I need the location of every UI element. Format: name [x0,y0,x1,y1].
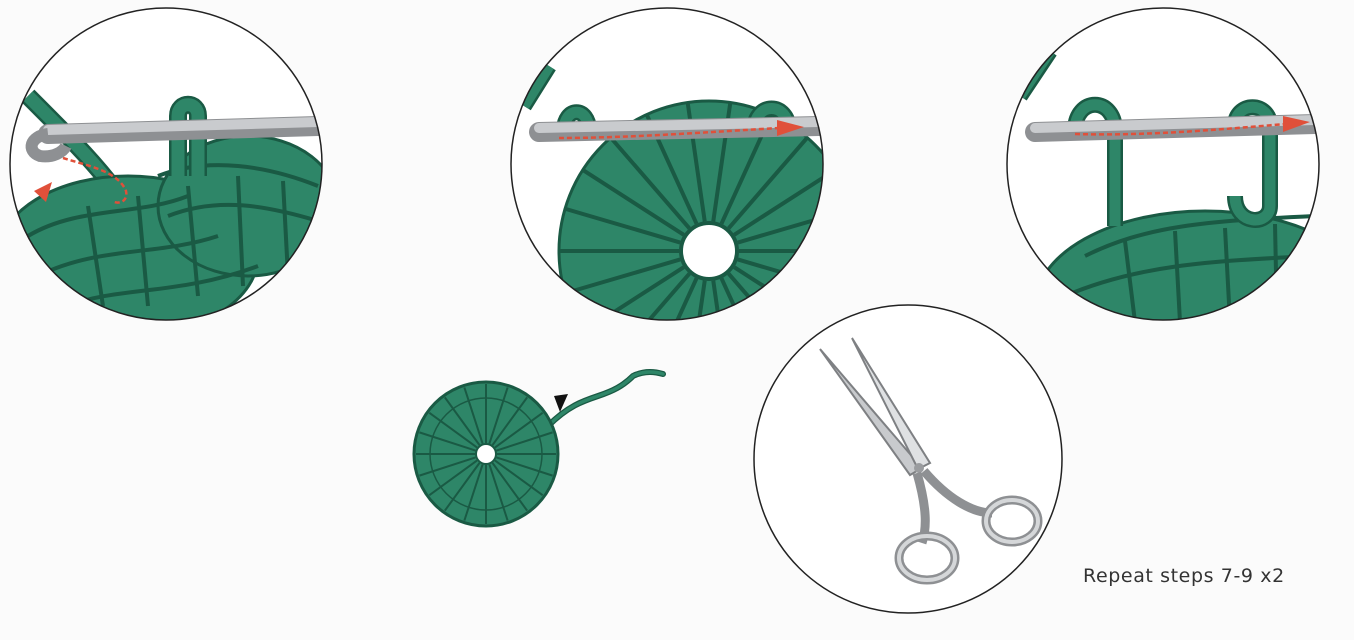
repeat-instruction: Repeat steps 7-9 x2 [1083,565,1285,587]
cut-yarn-illustration [752,303,1064,615]
step-7-illustration [8,6,324,322]
crochet-hook-icon [509,6,825,322]
crochet-hook-icon [1005,6,1321,322]
finished-motif-illustration [408,366,678,546]
scissors-icon [752,303,1064,615]
step-8-illustration [509,6,825,322]
crochet-hook-icon [8,6,324,322]
yarn-circle-icon [408,366,678,546]
step-9-illustration [1005,6,1321,322]
